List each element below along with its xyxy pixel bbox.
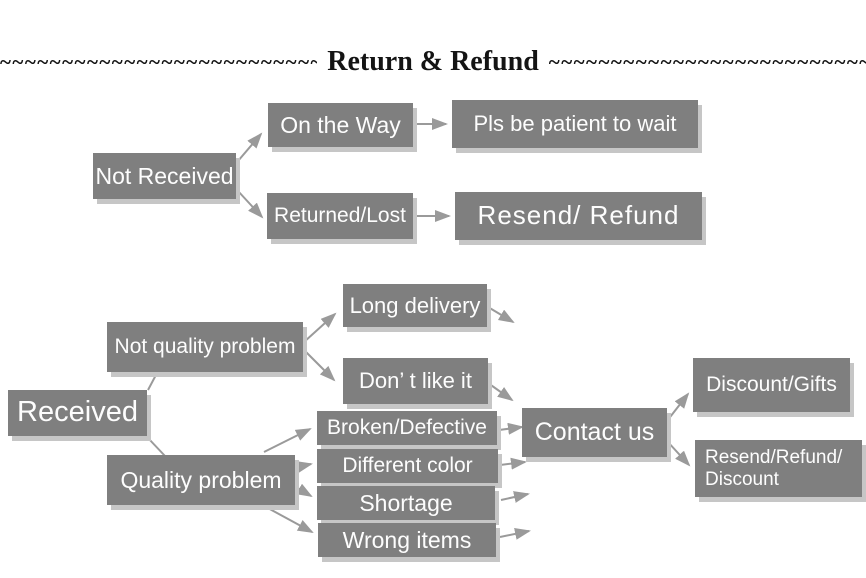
- connector-not-received-to-returned-lost: [237, 190, 264, 219]
- connector-dont-like-it-to-contact-us: [487, 382, 514, 402]
- connector-wrong-items-to-contact-us: [499, 527, 531, 540]
- node-not-received: Not Received: [93, 153, 236, 199]
- connector-not-received-to-on-the-way: [237, 132, 263, 162]
- connector-quality-problem-to-different-color: [292, 461, 313, 473]
- node-received: Received: [8, 390, 147, 436]
- connector-received-to-quality-problem: [147, 437, 166, 457]
- connector-quality-problem-to-broken-defective: [263, 428, 312, 453]
- node-on-the-way: On the Way: [268, 103, 413, 147]
- connector-different-color-to-contact-us: [499, 457, 527, 470]
- connector-contact-us-to-resend-refund-discount: [666, 440, 691, 467]
- node-quality-problem: Quality problem: [107, 455, 295, 505]
- title-row: ~~~~~~~~~~~~~~~~~~~~~~~~~~~~~~~~~~~~~~~~…: [0, 42, 866, 82]
- node-resend-refund: Resend/ Refund: [455, 192, 702, 240]
- node-dont-like-it: Don’ t like it: [343, 358, 488, 404]
- node-broken-defective: Broken/Defective: [317, 411, 497, 445]
- node-discount-gifts: Discount/Gifts: [693, 358, 850, 412]
- connector-not-quality-problem-to-dont-like-it: [303, 349, 336, 382]
- connector-quality-problem-to-wrong-items: [265, 506, 314, 533]
- connector-received-to-not-quality-problem: [147, 372, 158, 391]
- connector-quality-problem-to-shortage: [293, 483, 313, 498]
- node-shortage: Shortage: [317, 486, 495, 520]
- node-not-quality-problem: Not quality problem: [107, 322, 303, 372]
- node-different-color: Different color: [317, 449, 498, 483]
- node-returned-lost: Returned/Lost: [267, 193, 413, 239]
- node-long-delivery: Long delivery: [343, 284, 487, 327]
- node-resend-refund-discount: Resend/Refund/ Discount: [695, 440, 862, 497]
- node-pls-be-patient: Pls be patient to wait: [452, 100, 698, 148]
- page-title: Return & Refund: [327, 46, 539, 77]
- node-contact-us: Contact us: [522, 408, 667, 457]
- connector-not-quality-problem-to-long-delivery: [303, 312, 337, 343]
- title-decoration-right: ~~~~~~~~~~~~~~~~~~~~~~~~~~~~~~~~~~~~~~~~: [548, 49, 866, 74]
- title-decoration-left: ~~~~~~~~~~~~~~~~~~~~~~~~~~~~~~~~~~~~~~~~: [0, 49, 317, 74]
- connector-contact-us-to-discount-gifts: [666, 392, 690, 422]
- node-wrong-items: Wrong items: [318, 523, 496, 557]
- connector-long-delivery-to-contact-us: [487, 306, 515, 324]
- connector-shortage-to-contact-us: [500, 491, 530, 503]
- connector-broken-defective-to-contact-us: [498, 422, 524, 435]
